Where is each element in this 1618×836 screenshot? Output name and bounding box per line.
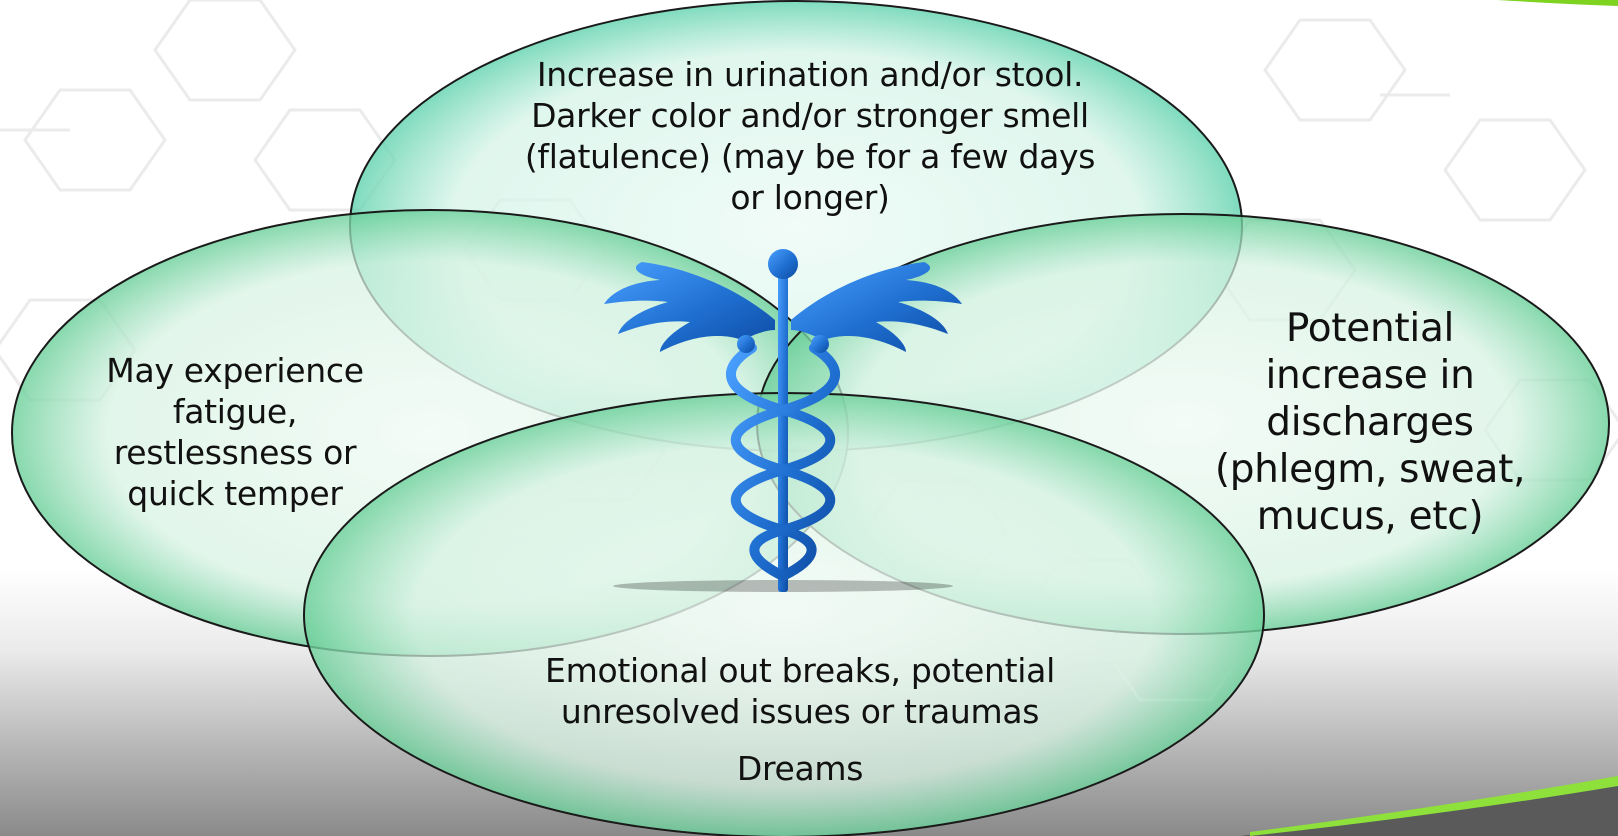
left-text-line: restlessness or xyxy=(40,432,430,473)
bottom-text-line: Emotional out breaks, potential xyxy=(430,650,1170,691)
top-text-line: (flatulence) (may be for a few days xyxy=(440,136,1180,177)
dreams-label: Dreams xyxy=(630,748,970,789)
top-circle-text: Increase in urination and/or stool. Dark… xyxy=(440,54,1180,218)
top-text-line: Increase in urination and/or stool. xyxy=(440,54,1180,95)
right-text-line: (phlegm, sweat, xyxy=(1180,446,1560,493)
top-text-line: or longer) xyxy=(440,177,1180,218)
top-text-line: Darker color and/or stronger smell xyxy=(440,95,1180,136)
bottom-circle-extra-text: Dreams xyxy=(630,748,970,789)
right-circle-text: Potential increase in discharges (phlegm… xyxy=(1180,305,1560,540)
accent-stripe-top xyxy=(1498,0,1618,6)
right-text-line: mucus, etc) xyxy=(1180,493,1560,540)
left-circle-text: May experience fatigue, restlessness or … xyxy=(40,350,430,514)
right-text-line: increase in xyxy=(1180,352,1560,399)
left-text-line: May experience xyxy=(40,350,430,391)
left-text-line: fatigue, xyxy=(40,391,430,432)
bottom-text-line: unresolved issues or traumas xyxy=(430,691,1170,732)
right-text-line: discharges xyxy=(1180,399,1560,446)
bottom-circle-text: Emotional out breaks, potential unresolv… xyxy=(430,650,1170,732)
right-text-line: Potential xyxy=(1180,305,1560,352)
left-text-line: quick temper xyxy=(40,473,430,514)
